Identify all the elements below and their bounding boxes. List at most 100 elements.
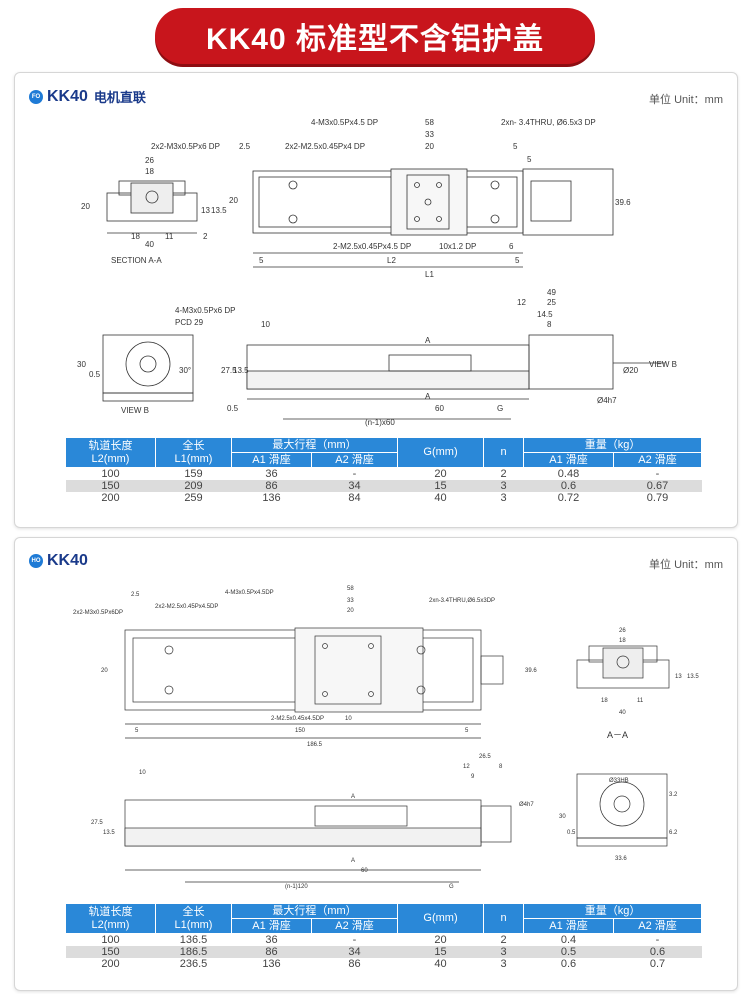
panel1-subtitle: 电机直联 (93, 90, 146, 105)
table-cell: 100 (65, 467, 156, 480)
section-a-a-view: 26 18 13 13.5 18 11 40 A－A (576, 628, 699, 740)
label-m25-bottom: 2-M2.5x0.45Px4.5 DP (333, 242, 411, 251)
table-cell: 150 (65, 946, 156, 958)
dim-v30deg: 30° (179, 366, 191, 375)
table-cell: 259 (155, 492, 232, 504)
th-stroke: 最大行程（mm） (230, 437, 399, 453)
table-row: 150 186.5 86 34 15 3 0.5 0.6 (65, 946, 702, 958)
panel2-drawing: 2.5 4-M3x0.5Px4.5DP 2x2-M2.5x0.45Px4.5DP… (73, 586, 699, 890)
dim-20v: 20 (101, 668, 108, 674)
dim-58: 58 (425, 118, 434, 127)
table-cell: 3 (483, 946, 524, 958)
table-cell: 136 (231, 492, 312, 504)
dim-0-5: 0.5 (567, 830, 576, 836)
section-mark-a2: A (425, 392, 431, 401)
table-cell: 2 (483, 933, 524, 946)
table-cell: 0.67 (613, 480, 702, 492)
page-banner: KK40 标准型不含铝护盖 (155, 8, 595, 64)
dim-pcd: Ø33HB (609, 778, 629, 784)
section-mark-a2: A (351, 858, 355, 864)
dim-9: 9 (471, 774, 475, 780)
dim-5a: 5 (513, 142, 518, 151)
th-rail-unit: L2(mm) (91, 918, 130, 931)
dim-d20h7: Ø20 (623, 366, 639, 375)
th-weight-a2: A2 滑座 (613, 452, 703, 468)
label-m25-bottom: 2-M2.5x0.45x4.5DP (271, 716, 324, 722)
dim-30: 30 (559, 814, 566, 820)
dim-60: 60 (435, 404, 444, 413)
th-g: G(mm) (397, 903, 485, 934)
panel-kk40-direct-motor: FO KK40 电机直联 单位 Unit：mm 26 18 20 13 13.5… (14, 72, 738, 528)
panel1-spec-table: 轨道长度 L2(mm) 全长 L1(mm) 最大行程（mm） G(mm) n 重… (65, 437, 703, 504)
dim-s11: 11 (165, 232, 174, 241)
table-cell: 40 (397, 492, 484, 504)
dim-s18: 18 (145, 167, 154, 176)
table-cell: 86 (311, 958, 398, 970)
table-cell: 136 (231, 958, 312, 970)
dim-s20: 20 (81, 202, 90, 211)
dim-3-2: 3.2 (669, 792, 678, 798)
dim-s13: 13 (201, 206, 210, 215)
actuator-side-view: 10 27.5 13.5 0.5 A A 60 G (n-1)x60 49 12… (221, 288, 677, 427)
th-stroke-a2: A2 滑座 (310, 918, 399, 934)
dim-L1: L1 (425, 270, 434, 279)
actuator-top-view: 4-M3x0.5Px4.5 DP 2x2-M2.5x0.45Px4 DP 2x2… (151, 118, 631, 279)
table-cell: - (311, 933, 398, 946)
dim-5c: 5 (259, 256, 264, 265)
dim-v0-5: 0.5 (89, 370, 101, 379)
th-total: 全长 L1(mm) (155, 903, 232, 934)
table-cell: 100 (65, 933, 156, 946)
th-weight-a1: A1 滑座 (523, 452, 615, 468)
dim-5d: 5 (515, 256, 520, 265)
panel2-spec-table: 轨道长度 L2(mm) 全长 L1(mm) 最大行程（mm） G(mm) n 重… (65, 903, 703, 970)
th-weight: 重量（kg） (523, 437, 703, 453)
dim-26-5: 26.5 (479, 754, 491, 760)
dim-12: 12 (517, 298, 526, 307)
dim-58: 58 (347, 586, 354, 592)
th-total-label: 全长 (182, 439, 205, 452)
label-thru: 2xn-3.4THRU,Ø6.5x3DP (429, 598, 495, 604)
dim-25: 25 (547, 298, 556, 307)
label-m3-4: 4-M3x0.5Px4.5 DP (311, 118, 378, 127)
dim-s18: 18 (619, 638, 626, 644)
table-cell: 209 (155, 480, 232, 492)
table-cell: 86 (231, 946, 312, 958)
section-mark-a1: A (425, 336, 431, 345)
section-mark-a1: A (351, 794, 355, 800)
table-row: 100 136.5 36 - 20 2 0.4 - (65, 933, 702, 946)
dim-33: 33 (425, 130, 434, 139)
section-a-a-label: SECTION A-A (111, 256, 162, 265)
view-b: 4-M3x0.5Px6 DP PCD 29 30 0.5 30° VIEW B (77, 306, 235, 415)
table-cell: 84 (311, 492, 398, 504)
th-n: n (483, 437, 525, 468)
table-row: 150 209 86 34 15 3 0.6 0.67 (65, 480, 702, 492)
dim-n120: (n-1)120 (285, 884, 308, 890)
panel2-unit: 单位 Unit：mm (649, 559, 723, 571)
dim-d4h7: Ø4h7 (597, 396, 617, 405)
th-weight: 重量（kg） (523, 903, 703, 919)
label-m3-4: 4-M3x0.5Px4.5DP (225, 590, 274, 596)
dim-150: 150 (295, 728, 306, 734)
label-m3-2: 2x2-M3x0.5Px6DP (73, 610, 123, 616)
brand-logo-icon: HO (29, 554, 43, 568)
dim-10: 10 (139, 770, 146, 776)
table-cell: - (613, 933, 702, 946)
table-cell: 0.79 (613, 492, 702, 504)
dim-5b: 5 (465, 728, 469, 734)
label-dp10: 10x1.2 DP (439, 242, 476, 251)
panel2-model: KK40 (47, 552, 88, 569)
table-cell: 34 (311, 946, 398, 958)
dim-6: 6 (509, 242, 514, 251)
dim-8: 8 (547, 320, 552, 329)
table-cell: 20 (397, 467, 484, 480)
table-cell: 200 (65, 492, 156, 504)
label-v-m3: 4-M3x0.5Px6 DP (175, 306, 235, 315)
dim-G: G (497, 404, 503, 413)
th-rail-label: 轨道长度 (88, 439, 133, 452)
label-thru: 2xn- 3.4THRU, Ø6.5x3 DP (501, 118, 596, 127)
actuator-side-view: 10 27.5 13.5 A A 60 (n-1)120 G 26.5 12 8… (91, 754, 534, 890)
table-cell: - (613, 467, 702, 480)
th-stroke-a1: A1 滑座 (231, 452, 312, 468)
table-cell: 0.6 (523, 958, 614, 970)
th-g: G(mm) (397, 437, 485, 468)
